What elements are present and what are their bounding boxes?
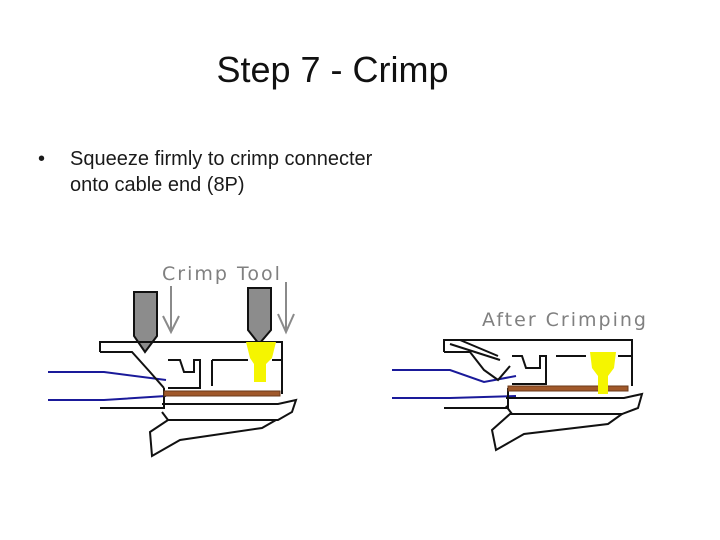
conductor-strip [163,390,281,397]
crimp-blade-left [133,291,158,354]
contact-blade [246,342,276,382]
bullet-text-line-1: Squeeze firmly to crimp connecter [70,148,373,170]
cable-wires-after [392,369,517,399]
press-arrow-left [162,286,180,335]
press-arrow-right [277,282,295,335]
crimp-tool-label: Crimp Tool [162,263,282,285]
after-crimping-label: After Crimping [482,309,648,331]
contact-blade-after [590,352,616,394]
bullet-text-line-2: onto cable end (8P) [70,174,245,196]
rj45-connector-after [443,339,644,452]
page-title: Step 7 - Crimp [216,49,449,90]
cable-wires [48,371,167,401]
rj45-connector-before [99,341,298,458]
bullet-marker: • [38,148,46,170]
bullet-list: • Squeeze firmly to crimp connecter onto… [36,146,556,198]
conductor-strip-after [507,385,629,392]
after-crimp-illustration: After Crimping [392,309,648,452]
before-crimp-illustration: Crimp Tool [48,263,298,458]
crimp-blade-right [247,287,272,346]
bullet-item: • Squeeze firmly to crimp connecter onto… [36,146,556,198]
